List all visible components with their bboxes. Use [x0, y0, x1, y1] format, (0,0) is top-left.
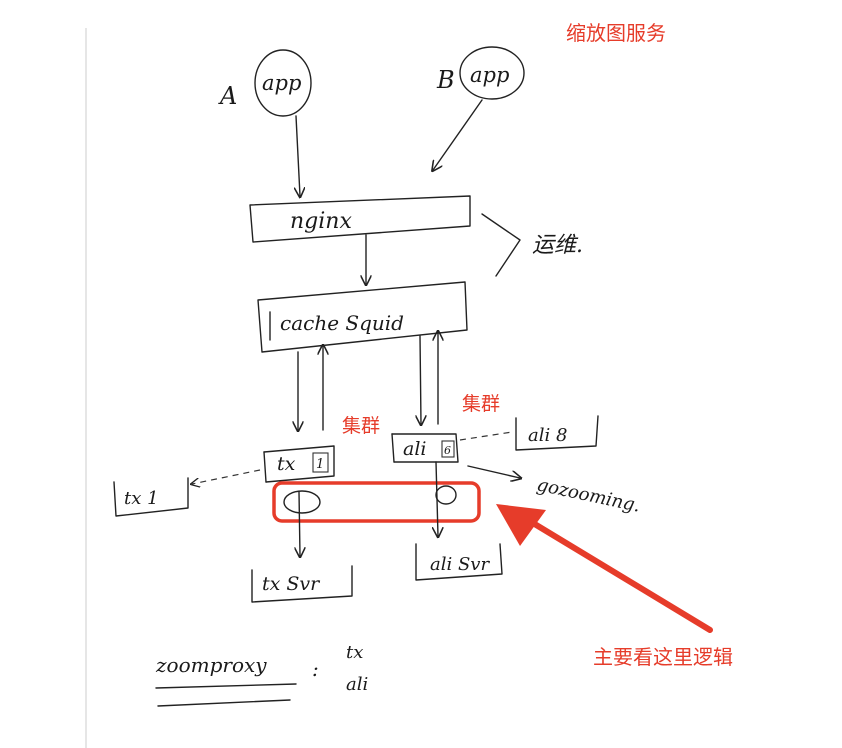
- zoomproxy-item-tx: tx: [346, 642, 363, 663]
- arrow-cache-to-ali: [420, 335, 421, 424]
- ali-svr-node: ali Svr: [415, 543, 503, 581]
- focus-pointer-arrow: [496, 504, 713, 633]
- cluster-label-right: 集群: [462, 393, 500, 415]
- ali-box-number: 6: [444, 444, 451, 457]
- ali-svr-label: ali Svr: [430, 554, 490, 575]
- arrow-tx-to-svr: [299, 491, 300, 556]
- cache-squid-box: cache Squid: [257, 281, 468, 353]
- app-a-circle: [254, 49, 312, 117]
- cache-label: cache Squid: [280, 311, 404, 335]
- nginx-box: nginx: [249, 195, 471, 243]
- tx-node: tx 1: [263, 445, 335, 483]
- tx-peer-label: tx 1: [124, 488, 159, 509]
- zoomproxy-underline: [155, 683, 297, 689]
- gozooming-label: gozooming.: [535, 474, 642, 516]
- app-b-node: B app: [436, 46, 525, 100]
- zoomproxy-legend: zoomproxy : tx ali: [155, 642, 368, 707]
- highlight-box: [272, 481, 481, 523]
- tx-peer-node: tx 1: [113, 477, 189, 517]
- focus-note: 主要看这里逻辑: [593, 645, 733, 669]
- app-b-circle: [459, 46, 525, 100]
- app-b-letter: B: [436, 66, 455, 94]
- nginx-label: nginx: [290, 209, 352, 234]
- tx-label: tx: [277, 453, 296, 475]
- arrow-app-b-to-nginx: [433, 99, 483, 170]
- zoomproxy-name: zoomproxy: [155, 653, 267, 677]
- tx-svr-label: tx Svr: [262, 573, 321, 595]
- tx-box-number: 1: [316, 457, 324, 472]
- ali-peer-label: ali 8: [528, 425, 567, 446]
- tx-proxy-oval: [283, 490, 321, 514]
- arrow-app-a-to-nginx: [296, 115, 300, 196]
- zoomproxy-underline-2: [157, 699, 291, 707]
- arrow-ali-to-svr: [436, 461, 438, 536]
- ali-label: ali: [403, 438, 426, 460]
- app-a-letter: A: [218, 82, 237, 110]
- dashed-link-tx-peer: [192, 469, 261, 484]
- app-b-label: app: [470, 63, 509, 87]
- zoomproxy-separator: :: [312, 657, 319, 681]
- app-a-label: app: [262, 71, 301, 95]
- tx-svr-node: tx Svr: [251, 565, 353, 603]
- ali-proxy-oval: [435, 485, 457, 505]
- arrow-to-gozooming: [467, 465, 520, 478]
- ops-brace: [481, 213, 521, 277]
- cluster-label-left: 集群: [342, 415, 380, 437]
- ops-label: 运维.: [532, 233, 583, 258]
- ali-peer-node: ali 8: [515, 415, 599, 451]
- app-a-node: A app: [218, 49, 312, 117]
- zoomproxy-item-ali: ali: [346, 674, 368, 695]
- title: 缩放图服务: [566, 21, 666, 45]
- dashed-link-ali-peer: [459, 431, 513, 441]
- ali-node: ali 6: [391, 433, 459, 463]
